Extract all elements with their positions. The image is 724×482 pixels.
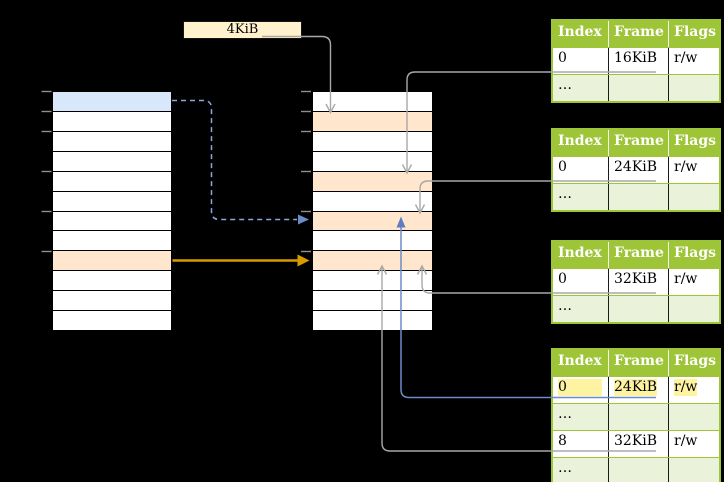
memory-row [313,291,432,312]
memory-row [53,151,171,172]
cell-frame [609,184,669,210]
page-size-label-text: 4KiB [226,22,259,37]
memory-row-mapped-orange [53,251,171,272]
table-row: 0 24KiB r/w [553,156,719,183]
memory-row [53,171,171,192]
cell-frame [609,75,669,101]
highlight-mark: 0 [558,379,602,396]
table-row: 8 32KiB r/w [553,430,719,457]
memory-row [313,131,432,152]
page-table-1: Index Frame Flags 0 16KiB r/w … [551,19,721,103]
table-row-highlighted: 0 24KiB r/w [553,376,719,403]
cell-index: … [553,75,609,101]
memory-row-mapped-blue [53,92,171,112]
page-table-header: Index Frame Flags [553,242,719,268]
cell-frame [609,296,669,322]
cell-flags [669,458,719,482]
physical-memory-table [312,91,433,331]
table-row-ellipsis: … [553,457,719,482]
memory-row [313,271,432,292]
connector-virtual-blue-to-frame [172,99,297,221]
memory-row [53,311,171,331]
memory-row-frame-orange [313,211,432,232]
cell-frame [609,404,669,430]
cell-frame: 16KiB [609,48,669,74]
cell-flags: r/w [674,433,698,449]
memory-row [313,311,432,331]
cell-flags [669,184,719,210]
orange-connector [172,254,310,267]
header-cell-frame: Frame [609,21,669,47]
memory-row-frame-orange [313,171,432,192]
cell-frame [609,458,669,482]
cell-frame: 32KiB [609,269,669,295]
cell-flags: r/w [669,377,719,403]
cell-index: … [553,184,609,210]
header-cell-flags: Flags [674,133,716,149]
memory-row [53,271,171,292]
cell-index: 0 [553,157,609,183]
highlight-mark: 24KiB [614,379,658,396]
page-table-2: Index Frame Flags 0 24KiB r/w … [551,128,721,212]
memory-row [313,231,432,252]
memory-row-frame-orange [313,111,432,132]
header-cell-frame: Frame [609,350,669,376]
memory-row [53,211,171,232]
header-cell-index: Index [553,21,609,47]
header-cell-index: Index [553,130,609,156]
highlight-mark: r/w [674,379,698,396]
memory-row [313,92,432,112]
cell-index: 0 [553,48,609,74]
table-row: 0 16KiB r/w [553,47,719,74]
page-size-label: 4KiB [183,21,302,39]
cell-index: 0 [553,377,609,403]
header-cell-frame: Frame [609,130,669,156]
memory-row-frame-orange [313,251,432,272]
cell-frame: 24KiB [609,157,669,183]
memory-row [53,131,171,152]
arrowhead-right-icon [298,214,309,225]
page-table-3: Index Frame Flags 0 32KiB r/w … [551,240,721,324]
cell-index: … [553,296,609,322]
header-cell-index: Index [553,242,609,268]
table-row-ellipsis: … [553,403,719,430]
table-row: 0 32KiB r/w [553,268,719,295]
cell-flags [669,75,719,101]
page-table-4: Index Frame Flags 0 24KiB r/w … 8 32KiB … [551,348,721,482]
cell-flags [669,296,719,322]
memory-row [53,191,171,212]
cell-flags: r/w [674,271,698,287]
memory-row [313,151,432,172]
table-row-ellipsis: … [553,74,719,101]
cell-index: 0 [553,269,609,295]
header-cell-flags: Flags [674,24,716,40]
cell-frame: 32KiB [609,431,669,457]
page-table-header: Index Frame Flags [553,21,719,47]
cell-index: 8 [553,431,609,457]
page-table-header: Index Frame Flags [553,350,719,376]
cell-index: … [553,404,609,430]
table-row-ellipsis: … [553,183,719,210]
cell-frame: 24KiB [609,377,669,403]
arrowhead-right-icon [297,254,310,267]
cell-flags: r/w [674,50,698,66]
memory-row [53,291,171,312]
memory-row [313,191,432,212]
virtual-memory-table [52,91,172,331]
page-table-header: Index Frame Flags [553,130,719,156]
header-cell-index: Index [553,350,609,376]
blue-dashed-connector [172,99,309,225]
header-cell-flags: Flags [674,353,716,369]
table-row-ellipsis: … [553,295,719,322]
header-cell-flags: Flags [674,245,716,261]
cell-flags [669,404,719,430]
memory-row [53,231,171,252]
header-cell-frame: Frame [609,242,669,268]
cell-flags: r/w [674,159,698,175]
cell-index: … [553,458,609,482]
memory-row [53,111,171,132]
